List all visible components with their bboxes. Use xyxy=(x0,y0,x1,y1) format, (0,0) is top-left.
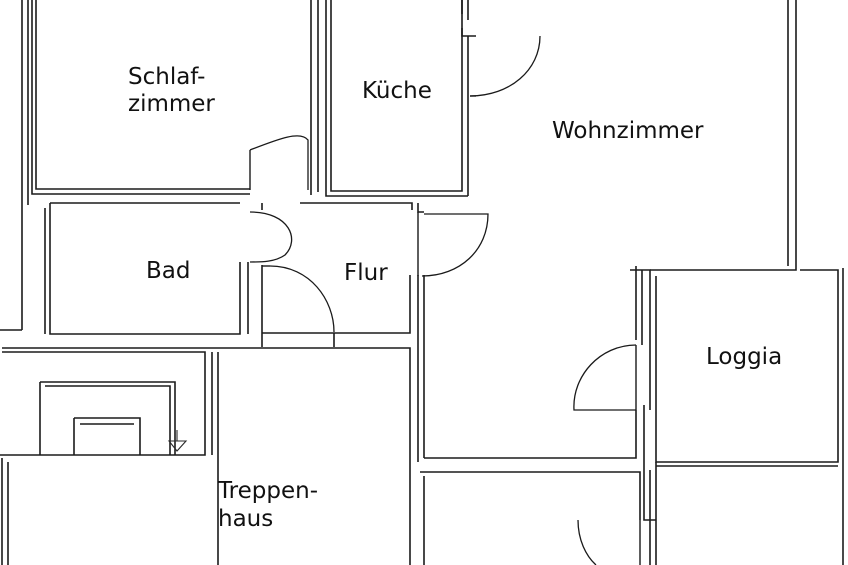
label-flur: Flur xyxy=(344,260,388,286)
door-loggia xyxy=(573,344,637,411)
label-bad: Bad xyxy=(146,258,190,284)
stair-arrow-icon xyxy=(167,430,188,452)
label-loggia: Loggia xyxy=(706,344,782,370)
door-flur-entrance xyxy=(262,265,335,333)
door-wohnzimmer xyxy=(417,212,489,277)
door-bad xyxy=(249,211,293,263)
doors xyxy=(249,35,641,565)
label-kueche: Küche xyxy=(362,78,432,104)
door-lower-room xyxy=(577,519,641,565)
label-schlafzimmer-2: zimmer xyxy=(128,91,215,117)
label-schlafzimmer-1: Schlaf- xyxy=(128,64,205,90)
label-treppenhaus-2: haus xyxy=(218,506,273,532)
label-treppenhaus-1: Treppen- xyxy=(217,478,318,504)
door-schlafzimmer xyxy=(249,135,309,190)
door-kueche xyxy=(469,35,541,97)
label-wohnzimmer: Wohnzimmer xyxy=(552,118,704,144)
